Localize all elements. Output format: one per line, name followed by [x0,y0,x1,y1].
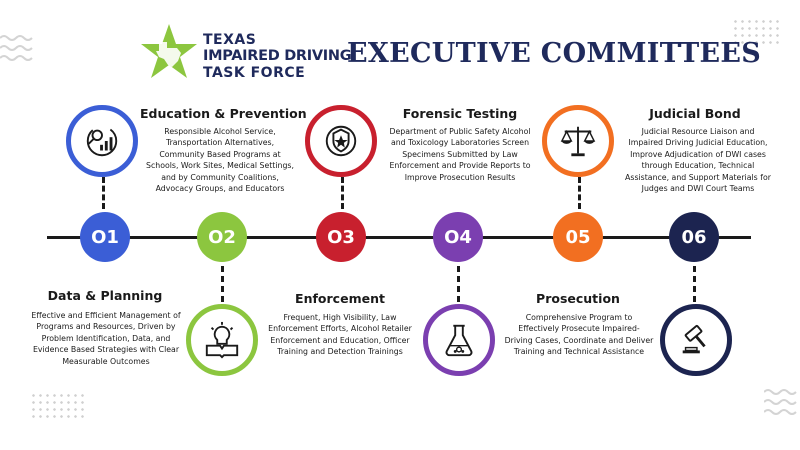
step-1-title: Data & Planning [47,288,163,303]
step-1-connector [102,177,105,209]
step-4-connector [457,266,460,302]
decorative-dots-top-right [732,18,782,48]
step-1-number: O1 [80,212,130,262]
police-badge-icon [325,125,357,157]
step-6-connector [693,266,696,302]
data-analytics-icon [86,125,118,157]
step-5-connector [578,177,581,209]
step-1-description: Effective and Efficient Management of Pr… [31,311,181,366]
texas-star-logo-icon [141,24,197,78]
step-4-title: Forensic Testing [402,106,518,121]
step-2-number: O2 [197,212,247,262]
decorative-wave-right [764,389,797,415]
step-3-number: O3 [316,212,366,262]
decorative-dots-bottom-left [30,392,86,418]
step-3-connector [341,177,344,209]
step-2-icon-circle [186,304,258,376]
decorative-wave-left [0,35,33,61]
scales-of-justice-icon [560,126,596,157]
step-4-icon-circle [423,304,495,376]
step-3-title: Enforcement [295,291,385,306]
step-4-number: O4 [433,212,483,262]
logo-line-texas: TEXAS [203,32,257,48]
texas-task-force-logo: TEXAS IMPAIRED DRIVING TASK FORCE [137,22,352,82]
step-6-description: Judicial Resource Liaison and Impaired D… [625,127,771,194]
lightbulb-book-icon [205,321,239,359]
step-6-number: 06 [669,212,719,262]
logo-line-task-force: TASK FORCE [203,65,306,81]
step-1-icon-circle [66,105,138,177]
logo-line-impaired-driving: IMPAIRED DRIVING [203,48,352,64]
step-4-description: Department of Public Safety Alcohol and … [389,127,531,182]
step-2-connector [221,266,224,302]
timeline-line [47,236,751,239]
lab-flask-icon [445,324,473,357]
step-6-title: Judicial Bond [649,106,741,121]
gavel-icon [682,324,706,354]
step-3-description: Frequent, High Visibility, Law Enforceme… [268,313,412,357]
step-5-number: 05 [553,212,603,262]
page-title: EXECUTIVE COMMITTEES [347,38,762,69]
step-2-description: Responsible Alcohol Service, Transportat… [146,127,294,194]
step-3-icon-circle [305,105,377,177]
step-6-icon-circle [660,304,732,376]
step-5-icon-circle [542,105,614,177]
step-2-title: Education & Prevention [140,106,307,121]
step-5-title: Prosecution [536,291,620,306]
step-5-description: Comprehensive Program to Effectively Pro… [504,313,654,357]
